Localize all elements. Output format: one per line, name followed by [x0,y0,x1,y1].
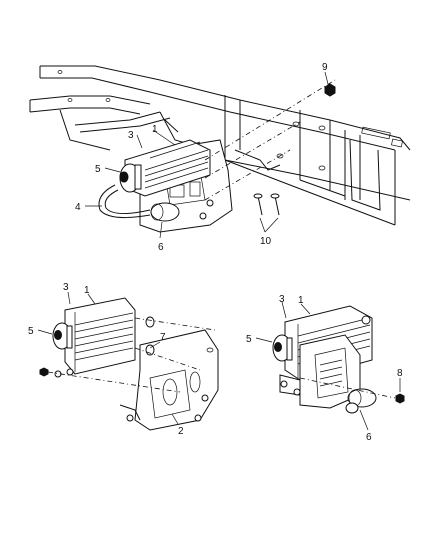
callout-7-left: 7 [160,332,166,343]
top-callouts: 1 3 5 4 6 9 10 [75,62,328,253]
callout-1-top: 1 [152,124,158,135]
callout-5-left: 5 [28,326,34,337]
callout-3-top: 3 [128,130,134,141]
vapor-canister-installed [98,79,336,233]
vehicle-frame [29,65,411,226]
left-leader-lines [37,291,179,425]
callout-6-right: 6 [366,432,372,443]
callout-9-top: 9 [322,62,328,73]
callout-5-right: 5 [246,334,252,345]
callout-10-top: 10 [260,236,272,247]
left-callouts: 1 3 5 7 2 [28,282,184,437]
right-leader-lines [255,301,401,431]
callout-4-top: 4 [75,202,81,213]
canister-assembly-left [39,297,219,431]
callout-3-right: 3 [279,294,285,305]
callout-8-right: 8 [397,368,403,379]
top-leader-lines [85,71,329,239]
callout-5-top: 5 [95,164,101,175]
canister-assembly-right [272,305,405,414]
callout-1-left: 1 [84,285,90,296]
right-callouts: 1 3 5 8 6 [246,294,403,443]
callout-1-right: 1 [298,295,304,306]
callout-3-left: 3 [63,282,69,293]
callout-6-top: 6 [158,242,164,253]
callout-2-left: 2 [178,426,184,437]
